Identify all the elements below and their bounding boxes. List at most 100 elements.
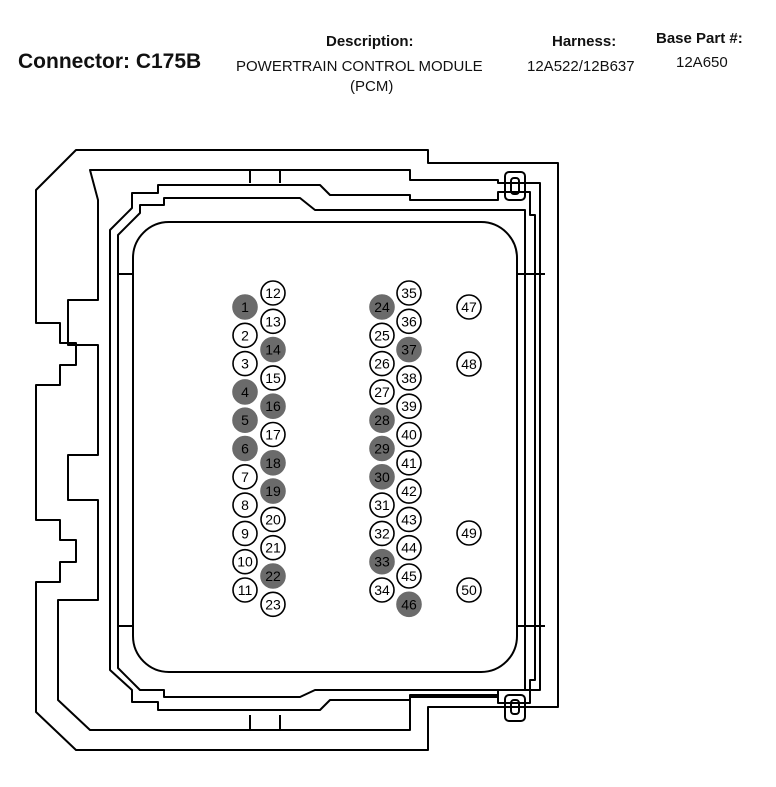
pin-37: 37 [396,336,422,363]
pin-13: 13 [260,308,286,335]
pin-label: 28 [374,412,390,428]
pin-circle [456,294,482,320]
pin-25: 25 [369,322,395,349]
pin-circle [232,294,258,320]
pin-label: 1 [241,299,249,315]
pin-circle [260,591,286,618]
pin-label: 33 [374,554,390,570]
inner-shell-outer [57,169,541,731]
pin-22: 22 [260,563,286,589]
pin-label: 37 [401,342,417,358]
pin-26: 26 [369,350,395,377]
pin-5: 5 [232,407,258,434]
pin-circle [396,563,422,589]
pin-24: 24 [369,294,395,320]
pin-47: 47 [456,294,482,320]
pin-label: 46 [401,596,417,612]
pin-label: 29 [374,441,390,457]
pin-label: 2 [241,327,249,343]
pin-12: 12 [260,280,286,306]
pin-label: 27 [374,384,390,400]
pin-circle [232,407,258,434]
pin-circle [396,421,422,448]
pin-label: 21 [265,540,281,556]
pin-50: 50 [456,577,482,603]
pin-circle [369,294,395,320]
description-line2: (PCM) [350,78,394,95]
pin-11: 11 [232,577,258,603]
pin-label: 9 [241,525,249,541]
pin-circle [456,520,482,546]
pin-circle [369,492,395,518]
pin-36: 36 [396,308,422,335]
pin-circle [232,379,258,405]
pin-label: 26 [374,356,390,372]
pin-circle [260,563,286,589]
pin-circle [396,308,422,335]
pin-label: 44 [401,540,417,556]
pin-label: 47 [461,299,477,315]
pin-28: 28 [369,407,395,434]
pin-label: 38 [401,370,417,386]
pin-18: 18 [260,449,286,476]
pin-33: 33 [369,548,395,575]
pin-4: 4 [232,379,258,405]
pin-circle [396,478,422,504]
pin-circle [369,407,395,434]
pin-8: 8 [232,492,258,518]
pin-label: 34 [374,582,390,598]
harness-label: Harness: [552,33,617,50]
pin-20: 20 [260,506,286,533]
latch-slot-bottom [504,694,526,722]
pin-9: 9 [232,520,258,547]
pin-circle [260,280,286,306]
base-part-value: 12A650 [676,54,728,71]
pin-label: 12 [265,285,281,301]
pin-41: 41 [396,449,422,476]
pin-circle [396,280,422,306]
pin-label: 42 [401,483,417,499]
pin-35: 35 [396,280,422,306]
pin-19: 19 [260,478,286,504]
pin-31: 31 [369,492,395,518]
pin-49: 49 [456,520,482,546]
pin-39: 39 [396,393,422,420]
pin-48: 48 [456,351,482,377]
pin-40: 40 [396,421,422,448]
module-window [132,221,518,673]
pin-circle [369,548,395,575]
pin-circle [396,365,422,391]
pin-circle [232,322,258,349]
pin-circle [396,449,422,476]
pin-label: 36 [401,313,417,329]
pin-7: 7 [232,463,258,490]
pin-circle [232,492,258,518]
pin-circle [369,463,395,490]
pin-circle [396,506,422,533]
pin-42: 42 [396,478,422,504]
pin-6: 6 [232,435,258,462]
pin-17: 17 [260,421,286,448]
pin-label: 10 [237,554,253,570]
pin-circle [456,577,482,603]
pin-23: 23 [260,591,286,618]
pin-circle [232,435,258,462]
pin-label: 6 [241,441,249,457]
pin-label: 15 [265,370,281,386]
pin-16: 16 [260,393,286,420]
pin-label: 17 [265,427,281,443]
pin-label: 35 [401,285,417,301]
pin-label: 40 [401,427,417,443]
pin-14: 14 [260,336,286,363]
pin-34: 34 [369,577,395,603]
frame-rail-inner [117,197,526,698]
pin-circle [260,308,286,335]
pin-circle [369,350,395,377]
pin-circle [232,548,258,575]
pin-circle [396,336,422,363]
pin-label: 14 [265,342,281,358]
pin-label: 25 [374,327,390,343]
pin-27: 27 [369,379,395,405]
latch-slot-bottom-inner [510,699,520,715]
pin-label: 20 [265,511,281,527]
